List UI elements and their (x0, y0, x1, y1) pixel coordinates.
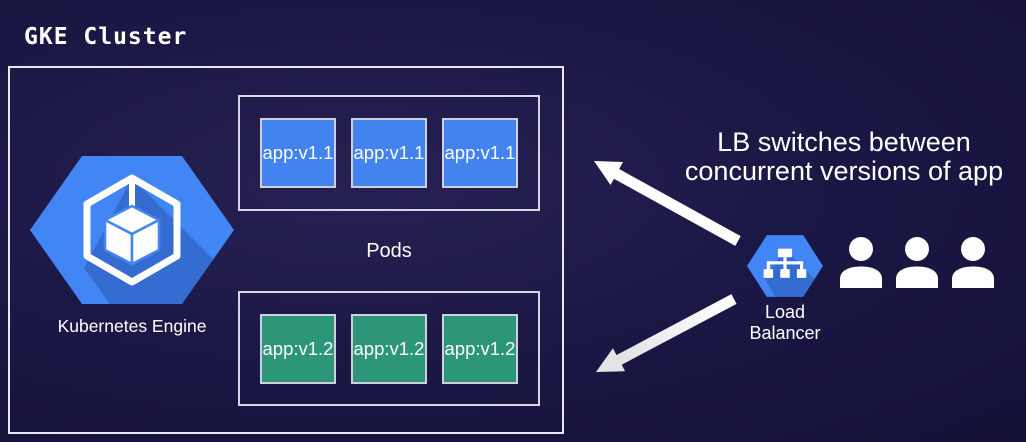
pods-label: Pods (366, 240, 412, 262)
load-balancer-label-line1: Load (764, 302, 806, 322)
lb-annotation-line2: concurrent versions of app (684, 156, 1004, 186)
pod-app-v1-2: app:v1.2 (351, 313, 427, 384)
arrow-to-pods-v1-2 (596, 294, 737, 372)
pods-box-v1-2: app:v1.2 app:v1.2 app:v1.2 (238, 291, 540, 406)
pod-app-v1-2: app:v1.2 (260, 313, 336, 384)
kubernetes-engine-label: Kubernetes Engine (57, 316, 207, 336)
pod-app-v1-1: app:v1.1 (351, 118, 427, 188)
pod-app-v1-2: app:v1.2 (442, 313, 518, 384)
user-icon (952, 237, 994, 288)
kubernetes-engine-icon (30, 156, 234, 304)
lb-annotation: LB switches between concurrent versions … (668, 128, 1020, 186)
users-group (838, 237, 996, 289)
load-balancer-label: Load Balancer (725, 302, 845, 344)
load-balancer-label-line2: Balancer (749, 323, 821, 343)
diagram-title: GKE Cluster (24, 24, 188, 50)
lb-annotation-line1: LB switches between (717, 127, 971, 157)
load-balancer-icon (747, 235, 823, 297)
gke-cluster-box (8, 66, 564, 434)
user-icon (840, 237, 882, 288)
pods-box-v1-1: app:v1.1 app:v1.1 app:v1.1 (238, 95, 540, 211)
pod-app-v1-1: app:v1.1 (442, 118, 518, 188)
user-icon (896, 237, 938, 288)
pod-app-v1-1: app:v1.1 (260, 118, 336, 188)
